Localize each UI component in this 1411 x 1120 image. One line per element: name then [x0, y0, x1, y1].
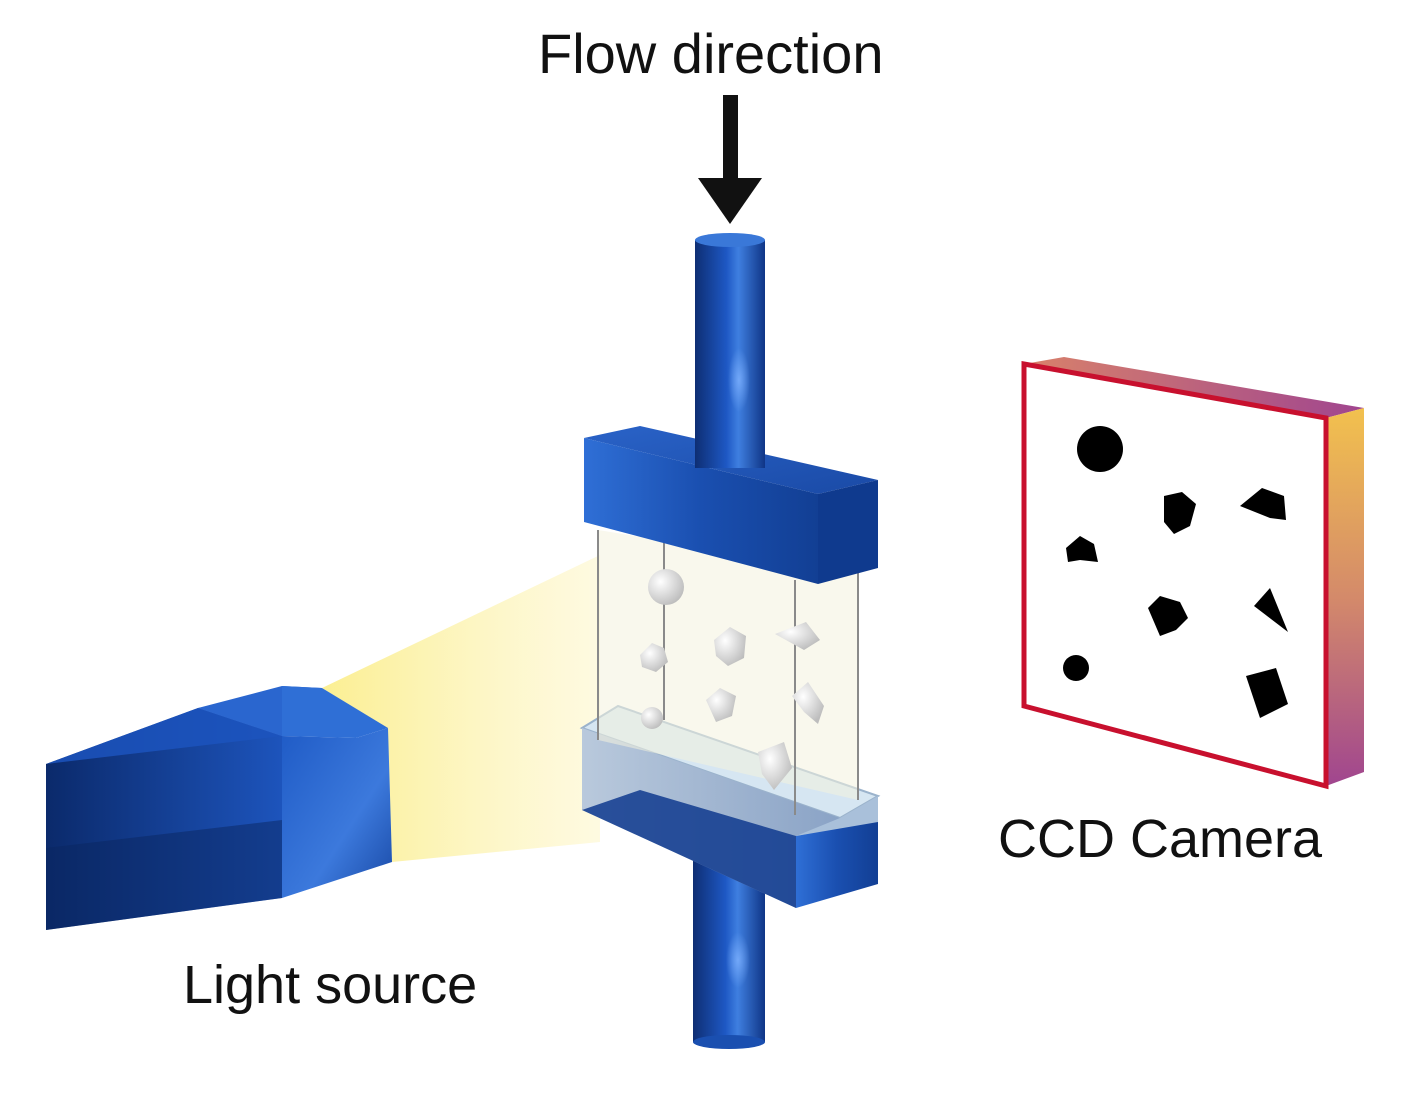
particle-shadow — [1077, 426, 1123, 472]
particle — [641, 707, 663, 729]
particle — [706, 688, 736, 722]
particle-shadow — [1148, 596, 1188, 636]
particle-shadow — [1066, 536, 1098, 562]
upper-pipe — [695, 233, 765, 468]
particle-shadow — [1240, 488, 1286, 520]
flow-arrow-icon — [698, 95, 762, 224]
camera-particle-shadows — [1063, 426, 1288, 718]
lower-pipe — [693, 860, 765, 1049]
particle-shadow — [1063, 655, 1089, 681]
particle — [648, 569, 684, 605]
particle — [640, 643, 668, 672]
particle — [714, 627, 746, 666]
particle — [758, 742, 792, 790]
light-source-label: Light source — [183, 955, 478, 1015]
particle — [792, 682, 824, 724]
particle — [775, 622, 820, 650]
light-source — [46, 686, 392, 930]
ccd-camera-label: CCD Camera — [998, 809, 1323, 869]
light-beam-cone — [322, 555, 600, 862]
particle-shadow — [1246, 668, 1288, 718]
particle-shadow — [1164, 492, 1196, 534]
cell-particles — [640, 569, 824, 790]
flow-direction-label: Flow direction — [538, 22, 884, 85]
ccd-camera — [1021, 357, 1364, 790]
particle-shadow — [1254, 588, 1288, 632]
